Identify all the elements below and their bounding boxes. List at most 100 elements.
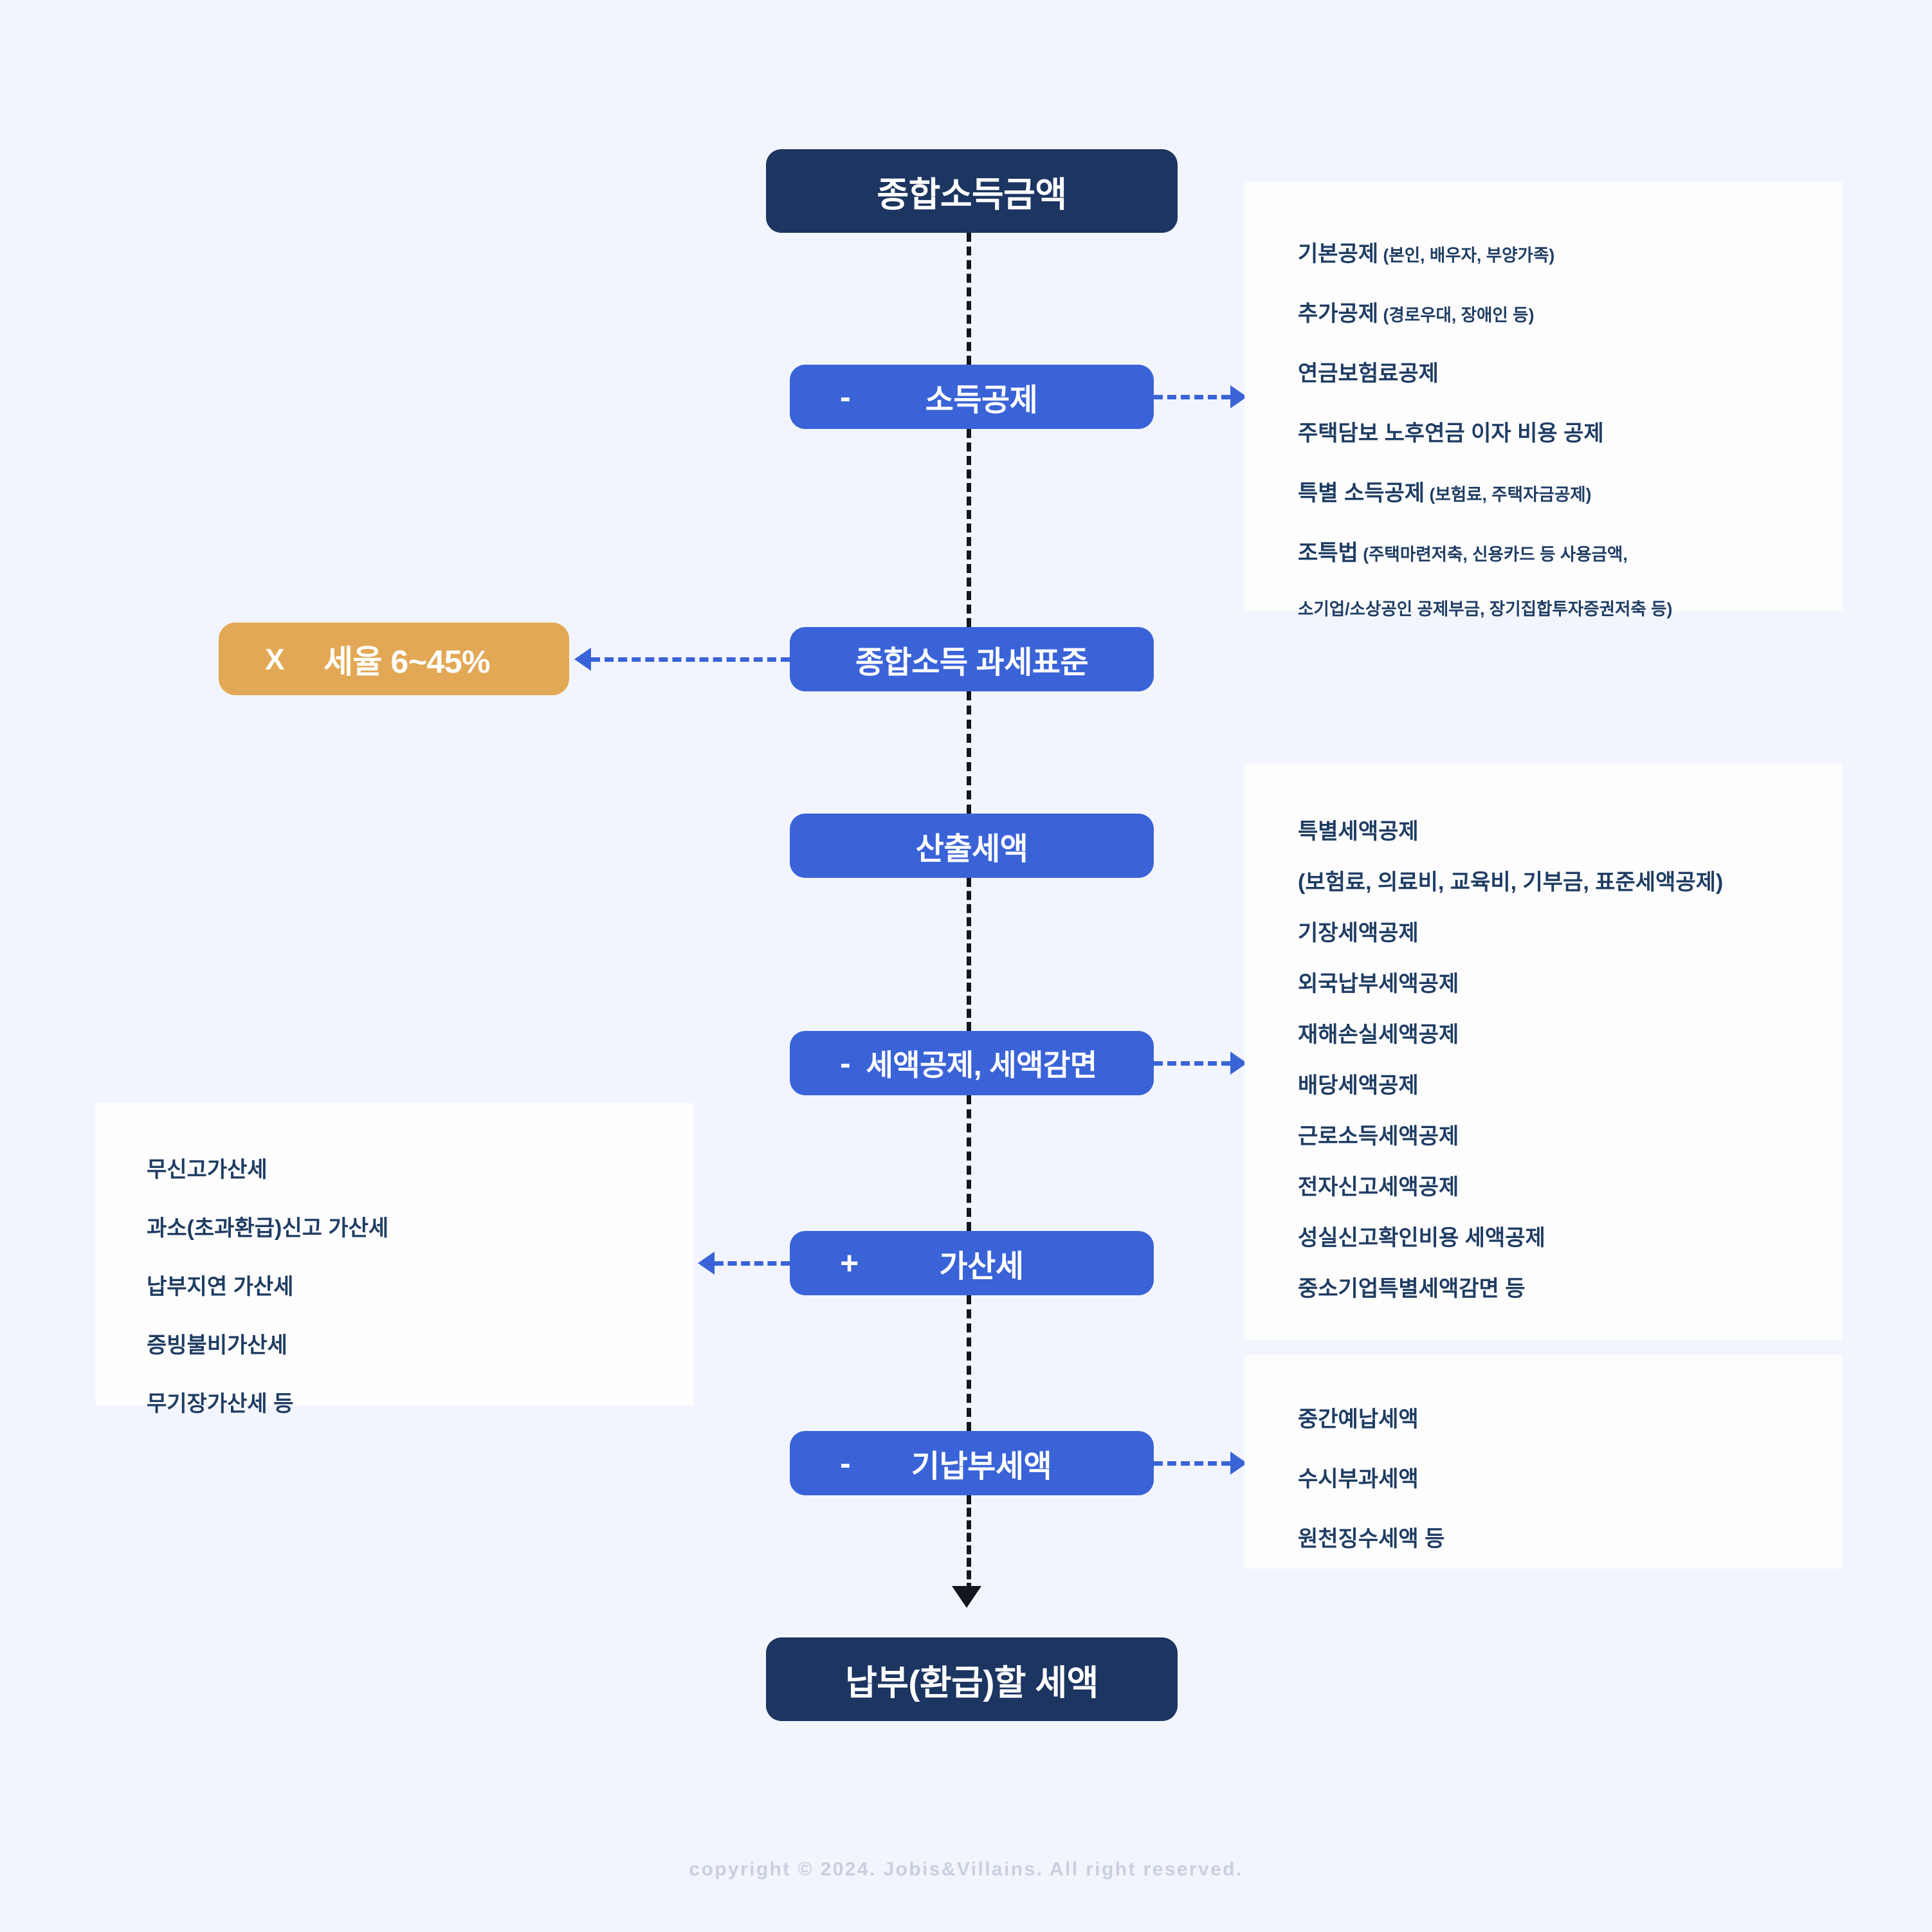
connector-tax-base-to-calculated-tax xyxy=(967,691,971,814)
node-prepaid-tax-label: 기납부세액 xyxy=(911,1450,1052,1484)
dashed-line xyxy=(1154,1061,1230,1066)
panel-line: 납부지연 가산세 xyxy=(147,1269,693,1300)
node-tax-credit-label: 세액공제, 세액감면 xyxy=(866,1048,1097,1082)
panel-line-note: (경로우대, 장애인 등) xyxy=(1378,305,1535,325)
dashed-line xyxy=(1154,394,1230,399)
connector-penalty-tax-to-prepaid-tax xyxy=(967,1295,971,1431)
panel-line: 재해손실세액공제 xyxy=(1298,1017,1843,1048)
panel-line: 추가공제 (경로우대, 장애인 등) xyxy=(1298,296,1843,327)
node-calculated-tax-label: 산출세액 xyxy=(915,832,1028,866)
panel-line: 전자신고세액공제 xyxy=(1298,1169,1843,1201)
panel-income-deduction: 기본공제 (본인, 배우자, 부양가족) 추가공제 (경로우대, 장애인 등) 연금… xyxy=(1244,182,1843,619)
panel-line: 무신고가산세 xyxy=(147,1152,693,1183)
node-prepaid-tax[interactable]: - 기납부세액 xyxy=(790,1431,1154,1495)
panel-line-note: 소기업/소상공인 공제부금, 장기집합투자증권저축 등) xyxy=(1298,599,1673,619)
panel-line-main: 무기장가산세 등 xyxy=(147,1392,294,1416)
node-tax-base[interactable]: 종합소득 과세표준 xyxy=(790,627,1154,691)
panel-line-main: (보험료, 의료비, 교육비, 기부금, 표준세액공제) xyxy=(1298,870,1724,895)
panel-line-main: 납부지연 가산세 xyxy=(147,1275,294,1299)
panel-line-main: 재해손실세액공제 xyxy=(1298,1023,1459,1047)
dashed-line xyxy=(1154,1461,1230,1466)
panel-line: 주택담보 노후연금 이자 비용 공제 xyxy=(1298,415,1843,447)
node-income-deduction[interactable]: - 소득공제 xyxy=(790,365,1154,429)
panel-line: 특별세액공제 xyxy=(1298,814,1843,845)
panel-line: 수시부과세액 xyxy=(1298,1461,1843,1493)
panel-line-note: (본인, 배우자, 부양가족) xyxy=(1378,246,1555,265)
panel-line-main: 전자신고세액공제 xyxy=(1298,1175,1459,1199)
operator-plus: + xyxy=(840,1245,859,1281)
panel-line: 무기장가산세 등 xyxy=(147,1386,693,1417)
panel-line: 배당세액공제 xyxy=(1298,1068,1843,1099)
panel-line-main: 조특법 xyxy=(1298,541,1358,565)
arrow-right-icon xyxy=(1230,1452,1247,1475)
panel-line-note: (보험료, 주택자금공제) xyxy=(1425,485,1592,504)
connector-total-income-to-income-deduction xyxy=(967,233,971,365)
connector-income-deduction-to-tax-base xyxy=(967,429,971,627)
node-penalty-tax-label: 가산세 xyxy=(939,1250,1024,1284)
arrow-left-icon xyxy=(698,1252,715,1275)
panel-line: 원천징수세액 등 xyxy=(1298,1521,1843,1553)
panel-line-main: 중간예납세액 xyxy=(1298,1407,1419,1432)
panel-tax-credit: 특별세액공제 (보험료, 의료비, 교육비, 기부금, 표준세액공제) 기장세액공제… xyxy=(1244,763,1843,1340)
panel-line-main: 특별 소득공제 xyxy=(1298,481,1425,506)
panel-line-main: 기장세액공제 xyxy=(1298,921,1419,945)
arrow-left-icon xyxy=(574,648,591,671)
node-final-tax[interactable]: 납부(환급)할 세액 xyxy=(766,1637,1178,1721)
node-tax-base-label: 종합소득 과세표준 xyxy=(855,646,1089,680)
panel-line: 과소(초과환급)신고 가산세 xyxy=(147,1210,693,1242)
operator-multiply: X xyxy=(265,642,285,676)
node-tax-rate[interactable]: X 세율 6~45% xyxy=(219,623,569,695)
panel-line-main: 추가공제 xyxy=(1298,302,1379,326)
arrow-down-icon xyxy=(952,1586,981,1608)
panel-line: 기장세액공제 xyxy=(1298,915,1843,947)
panel-line-note: (주택마련저축, 신용카드 등 사용금액, xyxy=(1358,545,1628,564)
node-total-income[interactable]: 종합소득금액 xyxy=(766,149,1178,233)
operator-minus: - xyxy=(840,1445,851,1481)
panel-line-main: 수시부과세액 xyxy=(1298,1467,1419,1491)
panel-line-main: 기본공제 xyxy=(1298,242,1379,266)
panel-line: (보험료, 의료비, 교육비, 기부금, 표준세액공제) xyxy=(1298,864,1843,896)
panel-line-main: 특별세액공제 xyxy=(1298,819,1419,844)
operator-minus: - xyxy=(840,1045,851,1081)
panel-line: 특별 소득공제 (보험료, 주택자금공제) xyxy=(1298,475,1843,507)
node-penalty-tax[interactable]: + 가산세 xyxy=(790,1231,1154,1295)
dashed-line xyxy=(591,657,790,662)
panel-line: 증빙불비가산세 xyxy=(147,1327,693,1359)
panel-line: 외국납부세액공제 xyxy=(1298,966,1843,998)
dashed-line xyxy=(715,1261,790,1266)
panel-line: 성실신고확인비용 세액공제 xyxy=(1298,1220,1843,1252)
panel-line-main: 성실신고확인비용 세액공제 xyxy=(1298,1226,1545,1250)
node-final-tax-label: 납부(환급)할 세액 xyxy=(845,1663,1098,1702)
node-tax-credit[interactable]: - 세액공제, 세액감면 xyxy=(790,1031,1154,1095)
connector-calculated-tax-to-tax-credit xyxy=(967,878,971,1031)
panel-line-main: 무신고가산세 xyxy=(147,1158,268,1182)
panel-line-main: 배당세액공제 xyxy=(1298,1073,1419,1098)
panel-line: 중간예납세액 xyxy=(1298,1401,1843,1433)
footer-copyright: copyright © 2024. Jobis&Villains. All ri… xyxy=(689,1859,1243,1880)
panel-line: 소기업/소상공인 공제부금, 장기집합투자증권저축 등) xyxy=(1298,595,1843,621)
connector-tax-credit-to-penalty-tax xyxy=(967,1095,971,1231)
panel-line-main: 외국납부세액공제 xyxy=(1298,972,1459,996)
node-tax-rate-label: 세율 6~45% xyxy=(324,643,490,680)
panel-line-main: 증빙불비가산세 xyxy=(147,1333,287,1358)
arrow-right-icon xyxy=(1230,1052,1247,1075)
panel-line-main: 연금보험료공제 xyxy=(1298,361,1439,386)
panel-line-main: 주택담보 노후연금 이자 비용 공제 xyxy=(1298,421,1604,446)
panel-line: 연금보험료공제 xyxy=(1298,356,1843,387)
panel-line: 중소기업특별세액감면 등 xyxy=(1298,1271,1843,1302)
panel-line-main: 과소(초과환급)신고 가산세 xyxy=(147,1216,389,1241)
node-income-deduction-label: 소득공제 xyxy=(925,383,1038,417)
panel-line-main: 근로소득세액공제 xyxy=(1298,1124,1459,1149)
panel-line-main: 중소기업특별세액감면 등 xyxy=(1298,1277,1526,1301)
panel-line: 기본공제 (본인, 배우자, 부양가족) xyxy=(1298,236,1843,268)
operator-minus: - xyxy=(840,379,851,415)
node-calculated-tax[interactable]: 산출세액 xyxy=(790,814,1154,878)
panel-line: 근로소득세액공제 xyxy=(1298,1118,1843,1150)
connector-penalty-tax-to-panel xyxy=(698,1249,790,1277)
panel-line: 조특법 (주택마련저축, 신용카드 등 사용금액, xyxy=(1298,535,1843,567)
arrow-right-icon xyxy=(1230,385,1247,408)
connector-tax-base-to-tax-rate xyxy=(574,645,790,673)
